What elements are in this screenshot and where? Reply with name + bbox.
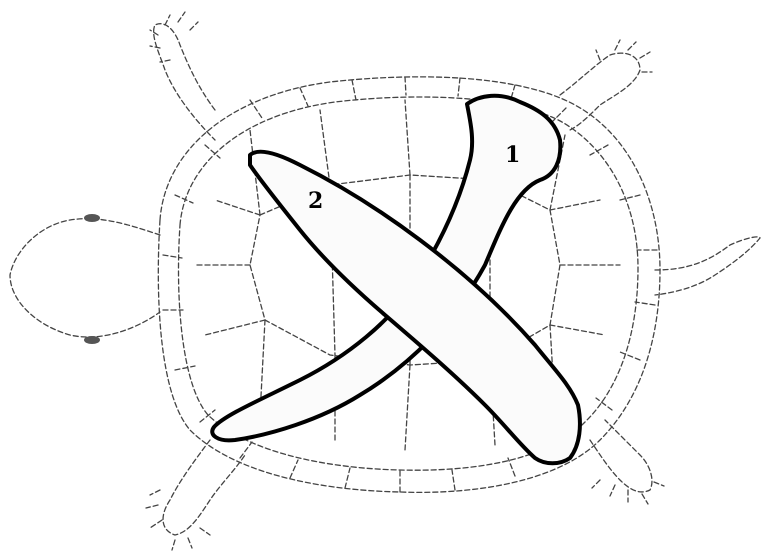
left-eye-icon (84, 214, 100, 222)
front-right-leg (560, 53, 640, 130)
bone-2-label: 2 (308, 188, 323, 214)
tail-outline (655, 237, 760, 295)
head-outline (10, 219, 160, 337)
back-left-leg (163, 440, 245, 535)
front-left-leg (154, 24, 215, 140)
right-eye-icon (84, 336, 100, 344)
bone-1-label: 1 (505, 142, 520, 168)
